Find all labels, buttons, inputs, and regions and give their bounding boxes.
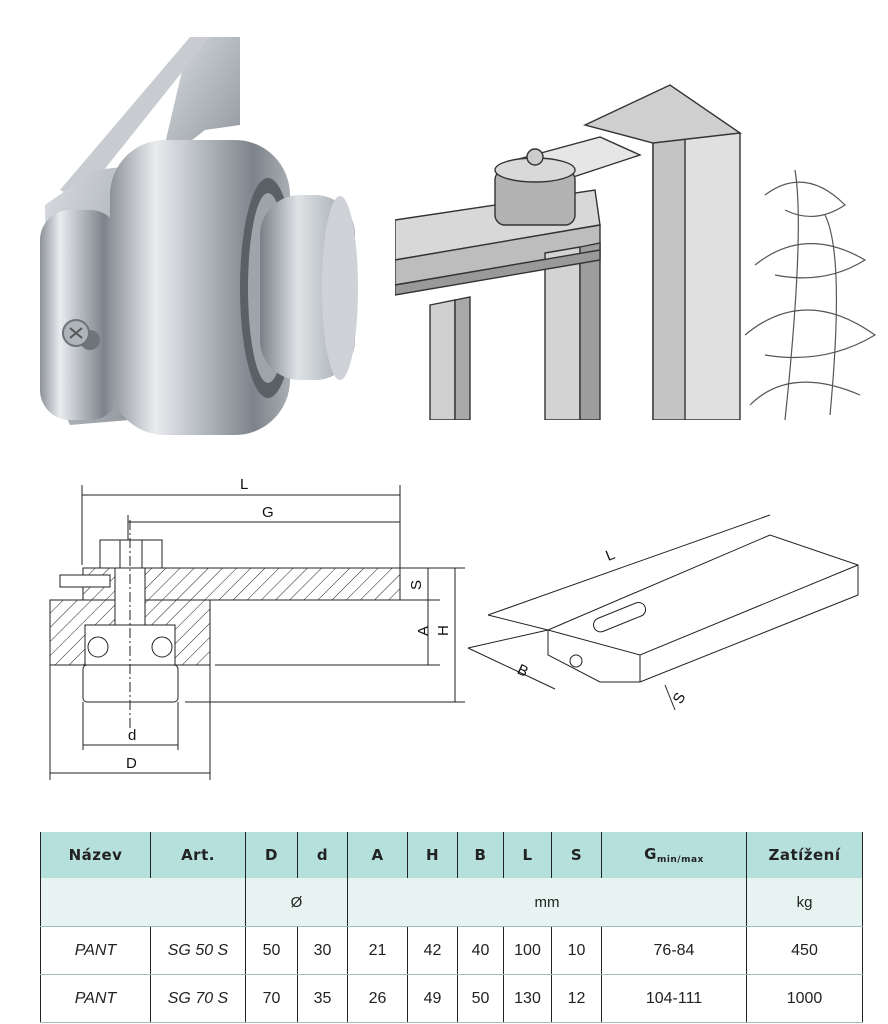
col-B: B [457,832,504,878]
cell-zatizeni: 450 [746,926,863,975]
col-L: L [503,832,552,878]
cell-A: 26 [347,974,408,1023]
cell-A: 21 [347,926,408,975]
dim-A-label: A [415,626,432,636]
cell-L: 130 [503,974,552,1023]
dim-H-label: H [435,625,452,636]
col-G-subscript: min/max [656,855,704,865]
cell-S: 10 [551,926,602,975]
col-art: Art. [150,832,246,878]
col-A: A [347,832,408,878]
units-empty [40,878,246,927]
cell-G: 76-84 [601,926,747,975]
dim-G-label: G [262,504,274,521]
cell-nazev: PANT [40,926,151,975]
col-zatizeni: Zatížení [746,832,863,878]
col-H: H [407,832,458,878]
spec-table: Název Art. D d A H B L S Gmin/max Zatíže… [40,832,863,1023]
unit-diameter: Ø [245,878,348,927]
cell-art: SG 70 S [150,974,246,1023]
col-D: D [245,832,298,878]
cell-zatizeni: 1000 [746,974,863,1023]
iso-B-label: B [515,661,531,681]
col-G-label: G [644,845,657,863]
cell-H: 42 [407,926,458,975]
iso-L-label: L [603,546,617,565]
unit-kg: kg [746,878,863,927]
col-nazev: Název [40,832,151,878]
cell-d: 30 [297,926,348,975]
cell-D: 50 [245,926,298,975]
unit-mm: mm [347,878,747,927]
technical-drawing: L G S A H d D L B S [49,476,859,780]
dim-d-label: d [128,727,136,744]
header-row: Název Art. D d A H B L S Gmin/max Zatíže… [40,832,863,878]
table-row: PANT SG 50 S 50 30 21 42 40 100 10 76-84… [40,926,863,975]
col-S: S [551,832,602,878]
dim-S-label: S [408,580,425,590]
cell-d: 35 [297,974,348,1023]
col-G: Gmin/max [601,832,747,878]
cell-nazev: PANT [40,974,151,1023]
cell-art: SG 50 S [150,926,246,975]
units-row: Ø mm kg [40,878,863,927]
cell-G: 104-111 [601,974,747,1023]
dim-L-label: L [240,476,248,493]
cell-B: 40 [457,926,504,975]
table-row: PANT SG 70 S 70 35 26 49 50 130 12 104-1… [40,974,863,1023]
cell-B: 50 [457,974,504,1023]
col-d: d [297,832,348,878]
dim-D-label: D [126,755,137,772]
cell-D: 70 [245,974,298,1023]
cell-S: 12 [551,974,602,1023]
installation-sketch [395,84,877,420]
cell-L: 100 [503,926,552,975]
product-photo [40,37,358,435]
cell-H: 49 [407,974,458,1023]
